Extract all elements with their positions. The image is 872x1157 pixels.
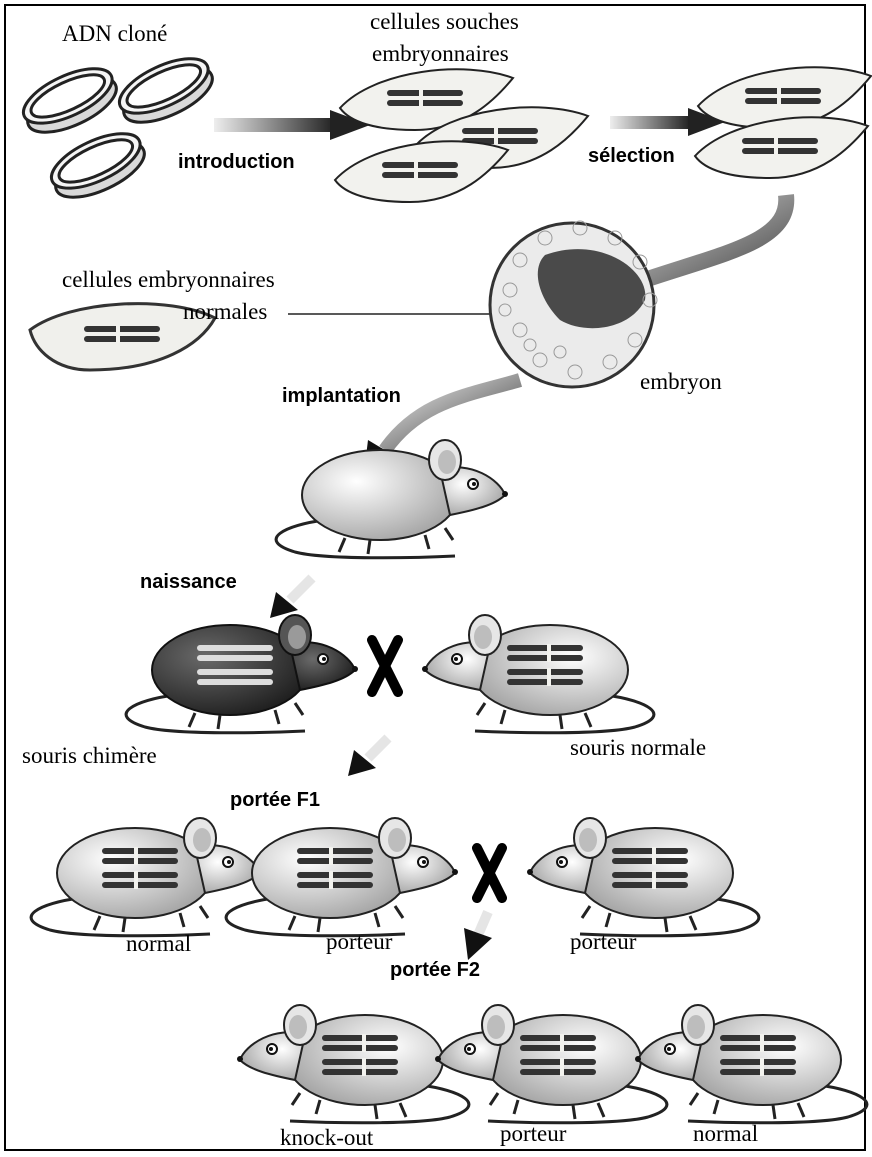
label-cellules-souches: cellules souches [370,10,519,33]
label-f1-porteur-1: porteur [326,930,392,953]
label-f2-porteur: porteur [500,1122,566,1145]
label-naissance: naissance [140,572,237,592]
birth-arrow [270,578,312,618]
label-selection: sélection [588,146,675,166]
label-f1-normal: normal [126,932,191,955]
label-portee-f1: portée F1 [230,790,320,810]
label-f2-normal: normal [693,1122,758,1145]
normal-mouse-icon [422,615,654,733]
label-f2-knockout: knock-out [280,1126,373,1149]
mouse-icon [237,1005,469,1123]
label-souris-chimere: souris chimère [22,744,157,767]
label-normales: normales [183,300,267,323]
embryo-icon [490,221,657,387]
mouse-icon [226,818,458,936]
f1-mice [31,818,759,936]
chimera-mouse-icon [126,615,358,733]
cross-symbol [372,640,398,692]
label-souris-normale: souris normale [570,736,706,759]
stem-cells-group [335,69,588,202]
cell-icon [335,141,508,202]
f2-mice [237,1005,867,1123]
label-implantation: implantation [282,386,401,406]
cell-icon [695,117,868,178]
f2-arrow [464,912,492,960]
label-adn-clone: ADN cloné [62,22,167,45]
label-portee-f2: portée F2 [390,960,480,980]
mouse-icon [527,818,759,936]
dna-ring-icon [16,48,220,209]
f1-arrow [348,738,388,776]
cross-symbol-f1 [477,848,502,898]
mouse-icon [276,440,508,558]
label-introduction: introduction [178,152,295,172]
label-f1-porteur-2: porteur [570,930,636,953]
mouse-icon [31,818,263,936]
label-cellules-embryonnaires: cellules embryonnaires [62,268,275,291]
mouse-icon [635,1005,867,1123]
label-embryon: embryon [640,370,722,393]
label-embryonnaires: embryonnaires [372,42,509,65]
